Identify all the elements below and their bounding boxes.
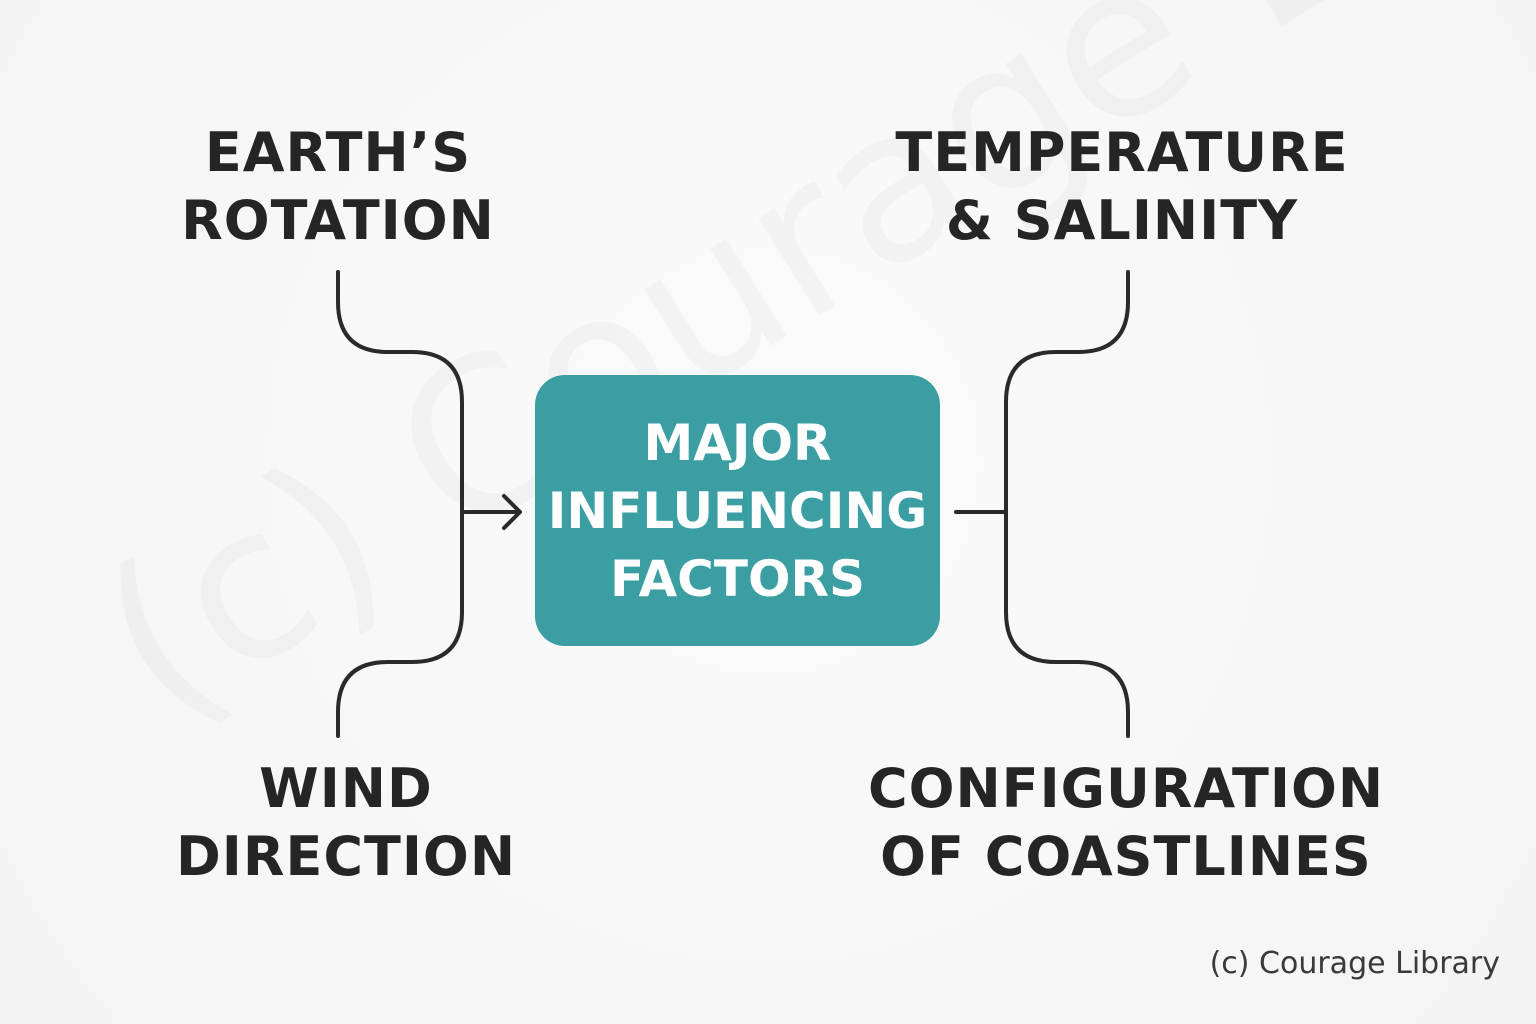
- credit-text: (c) Courage Library: [1209, 946, 1500, 981]
- factor-configuration-line-1: CONFIGURATION: [867, 757, 1385, 820]
- factor-earths-rotation-line-2: ROTATION: [181, 189, 495, 252]
- factor-wind-direction-line-1: WIND: [259, 757, 433, 820]
- left-brace-connector: [336, 270, 464, 738]
- factor-earths-rotation: EARTH’S ROTATION: [181, 119, 495, 255]
- factor-temperature-salinity-line-2: & SALINITY: [945, 189, 1299, 252]
- central-node-line-2: INFLUENCING: [547, 481, 928, 540]
- central-node-line-1: MAJOR: [643, 413, 832, 472]
- factor-wind-direction-line-2: DIRECTION: [175, 825, 517, 888]
- factor-temperature-salinity-line-1: TEMPERATURE: [895, 121, 1349, 184]
- factor-wind-direction: WIND DIRECTION: [176, 755, 516, 891]
- factor-configuration-of-coastlines: CONFIGURATION OF COASTLINES: [868, 755, 1384, 891]
- right-brace-connector: [1004, 270, 1130, 738]
- central-node-major-influencing-factors: MAJOR INFLUENCING FACTORS: [535, 375, 940, 646]
- factor-temperature-salinity: TEMPERATURE & SALINITY: [895, 119, 1348, 255]
- left-arrow-connector: [460, 494, 522, 530]
- factor-configuration-line-2: OF COASTLINES: [880, 825, 1372, 888]
- central-node-line-3: FACTORS: [610, 549, 865, 608]
- factor-earths-rotation-line-1: EARTH’S: [204, 121, 472, 184]
